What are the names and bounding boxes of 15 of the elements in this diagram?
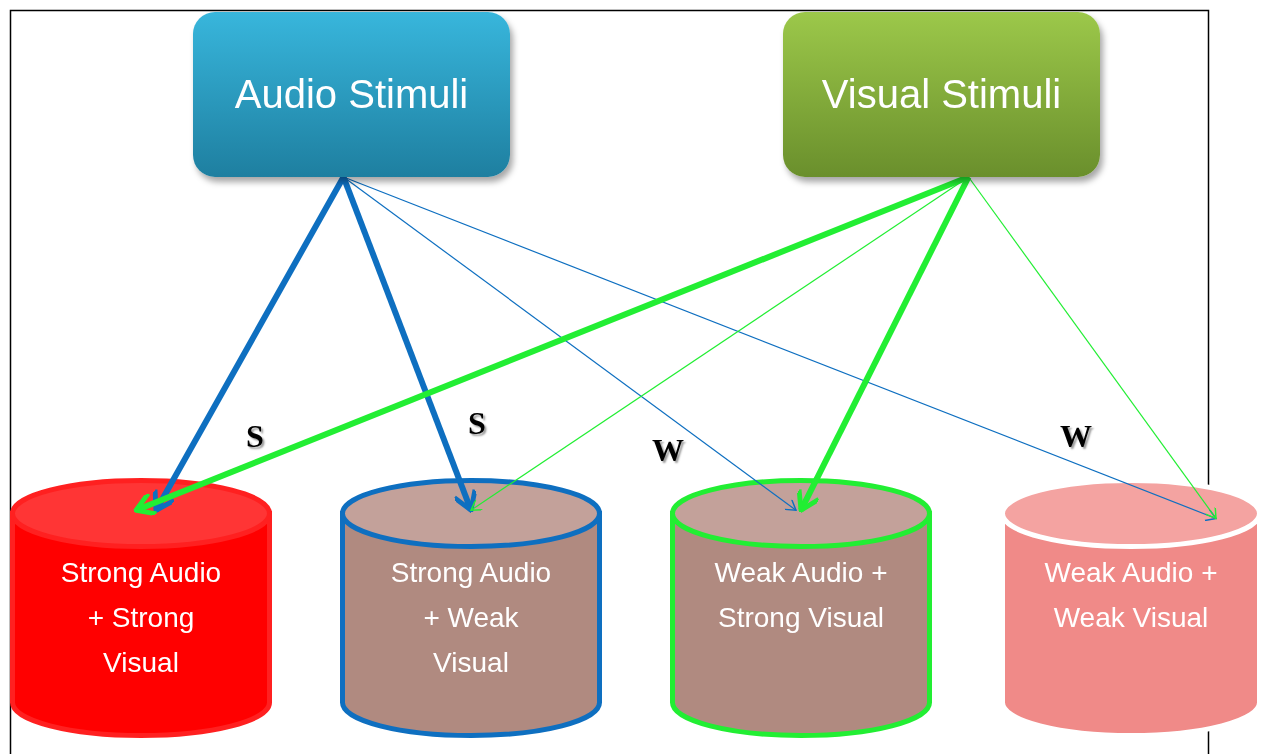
edge-group-label: S (246, 418, 264, 455)
edge-group-label: W (1060, 418, 1092, 455)
arrow (796, 175, 972, 513)
arrow (967, 176, 1217, 520)
node-text: Strong Audio + Strong Visual (59, 556, 223, 680)
rounded-box (783, 12, 1100, 177)
box-label: Audio Stimuli (234, 72, 469, 117)
node-text: Strong Audio + Weak Visual (389, 556, 553, 680)
arrow (340, 175, 478, 513)
rounded-box (193, 12, 510, 177)
edge-group-label: W (652, 432, 684, 469)
edge-group-label: S (468, 405, 486, 442)
box-label: Visual Stimuli (821, 72, 1062, 117)
node-text: Weak Audio + Weak Visual (1043, 556, 1219, 635)
node-text: Weak Audio + Strong Visual (713, 556, 889, 635)
